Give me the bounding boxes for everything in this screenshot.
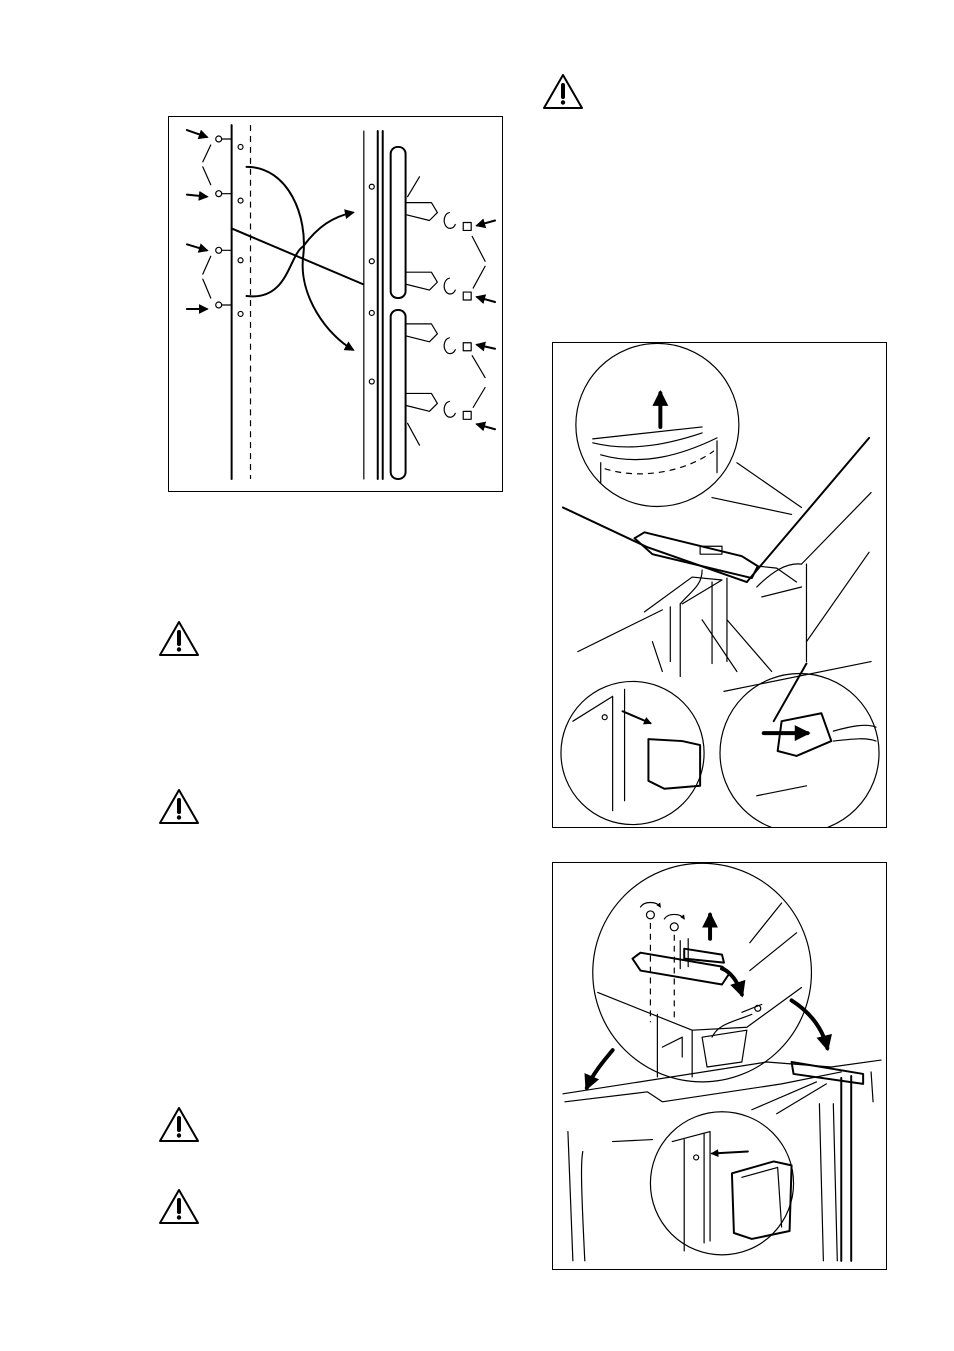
warning-icon-left-4 bbox=[158, 1188, 200, 1226]
screw-icon bbox=[187, 130, 231, 309]
top-hinge-cover-removal-diagram bbox=[552, 342, 887, 828]
door-handle-reversal-diagram bbox=[168, 116, 503, 492]
warning-icon-left-2 bbox=[158, 788, 200, 826]
hinge-cover-refitting-diagram bbox=[552, 862, 887, 1270]
warning-icon-left-1 bbox=[158, 620, 200, 658]
warning-icon-top-right bbox=[542, 73, 584, 111]
warning-icon-left-3 bbox=[158, 1106, 200, 1144]
